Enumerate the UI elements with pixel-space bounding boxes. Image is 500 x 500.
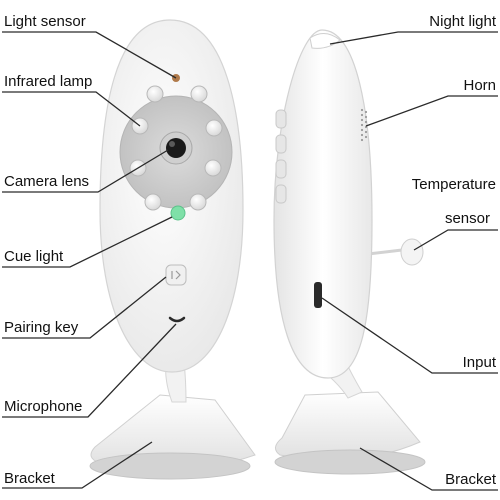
label-bracket-right: Bracket	[445, 471, 497, 488]
front-view-camera	[89, 19, 256, 480]
callout-lines	[2, 31, 498, 491]
callout-night-light	[329, 31, 498, 45]
microphone-slot	[168, 316, 186, 323]
infrared-led	[204, 159, 222, 177]
label-cue-light: Cue light	[4, 248, 64, 265]
callout-light-sensor	[2, 31, 177, 79]
infrared-led	[189, 193, 207, 211]
infrared-led	[190, 85, 208, 103]
callout-pairing-key	[2, 276, 167, 339]
night-light-dome	[309, 33, 341, 49]
side-buttons	[275, 109, 287, 204]
label-temperature-line1: Temperature	[412, 176, 496, 193]
temperature-sensor-probe	[367, 238, 424, 266]
label-input: Input	[463, 354, 497, 371]
label-infrared-lamp: Infrared lamp	[4, 73, 92, 90]
label-night-light: Night light	[429, 13, 497, 30]
callout-camera-lens	[2, 149, 169, 193]
label-camera-lens: Camera lens	[4, 173, 89, 190]
label-pairing-key: Pairing key	[4, 319, 79, 336]
callout-input	[321, 297, 498, 374]
callout-bracket-left	[2, 441, 153, 489]
callout-microphone	[2, 323, 177, 418]
infrared-led	[146, 85, 164, 103]
callout-temperature-sensor	[413, 229, 498, 251]
infrared-led	[144, 193, 162, 211]
label-bracket-left: Bracket	[4, 470, 56, 487]
side-view-camera	[273, 29, 426, 475]
infrared-led	[205, 119, 223, 137]
infrared-led-ring	[129, 85, 223, 211]
label-light-sensor: Light sensor	[4, 13, 86, 30]
horn-speaker-grill	[360, 108, 368, 142]
callout-infrared-lamp	[2, 91, 141, 127]
label-horn: Horn	[463, 77, 496, 94]
input-port	[314, 282, 322, 308]
label-temperature-line2: sensor	[445, 210, 490, 227]
cue-light-dot	[170, 205, 186, 221]
pairing-key-button	[165, 264, 187, 286]
camera-lens-icon	[159, 131, 193, 165]
callout-bracket-right	[359, 447, 498, 491]
front-bracket	[89, 394, 256, 480]
side-bracket	[274, 391, 426, 475]
label-microphone: Microphone	[4, 398, 82, 415]
labels: Light sensor Infrared lamp Camera lens C…	[4, 13, 497, 488]
callout-horn	[365, 95, 498, 127]
callout-cue-light	[2, 216, 173, 268]
side-body	[273, 29, 373, 379]
